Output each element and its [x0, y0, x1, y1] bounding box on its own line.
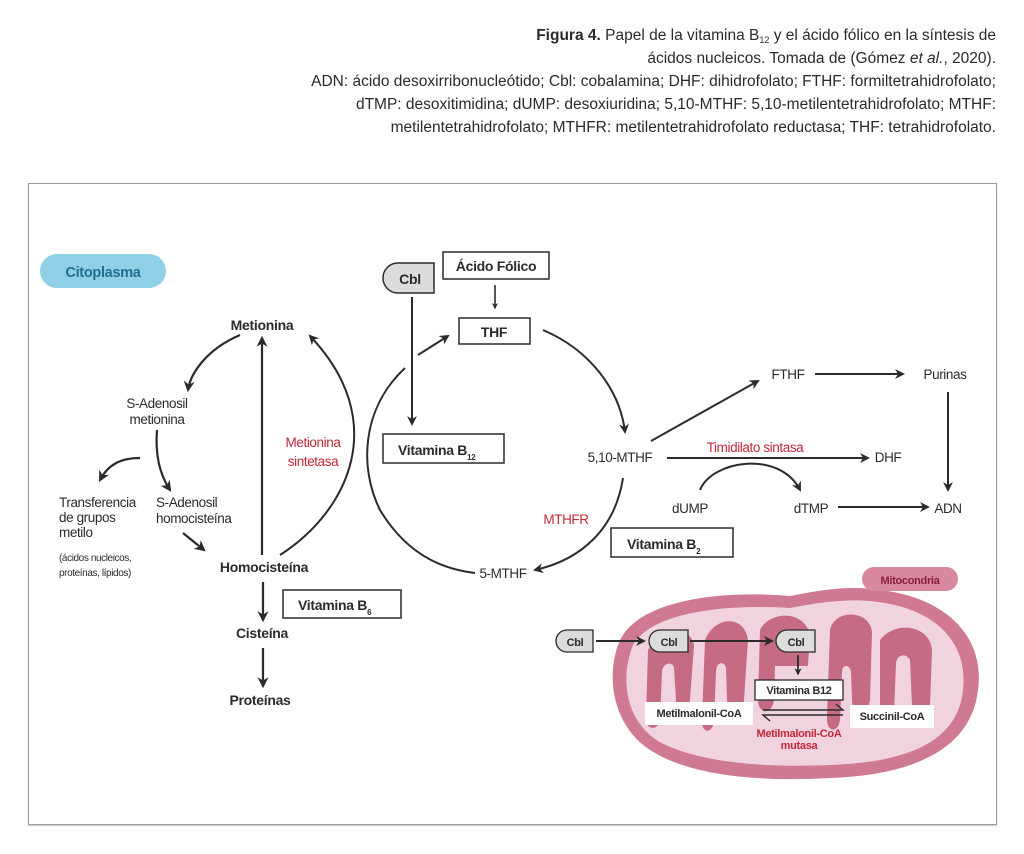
abbreviations-line-2: dTMP: desoxitimidina; dUMP: desoxiuridin… [355, 96, 996, 113]
abbreviations-line-1: ADN: ácido desoxirribonucleótido; Cbl: c… [311, 73, 996, 90]
caption-text: ácidos nucleicos. Tomada de (Gómez [647, 50, 910, 67]
mito-cbl-inner: Cbl [775, 629, 816, 653]
enzyme-mm-mutasa-2: mutasa [781, 740, 819, 752]
acido-folico-box: Ácido Fólico [442, 251, 550, 280]
figure-caption-line-2: ácidos nucleicos. Tomada de (Gómez et al… [647, 48, 996, 70]
node-sam-2: metionina [130, 412, 186, 427]
harpoon-forward [763, 703, 845, 711]
arrow-510mthf-to-fthf [650, 380, 760, 442]
enzyme-metionina-sintetasa-1: Metionina [286, 435, 342, 450]
succinil-coa-box: Succinil-CoA [850, 705, 934, 728]
enzyme-mthfr: MTHFR [543, 512, 589, 527]
mito-vitamina-b12-label: Vitamina B12 [766, 685, 831, 697]
node-proteinas: Proteínas [229, 692, 291, 708]
caption-text: y el ácido fólico en la síntesis de [769, 27, 996, 44]
arrow-sam-to-sah [155, 429, 172, 492]
enzyme-metionina-sintetasa-2: sintetasa [288, 454, 339, 469]
node-transfer-2: de grupos [59, 510, 116, 525]
vitamina-b6-box: Vitamina B6 [282, 589, 402, 619]
node-cisteina: Cisteína [236, 625, 289, 641]
acido-folico-label: Ácido Fólico [456, 258, 536, 274]
enzyme-mm-mutasa-1: Metilmalonil-CoA [756, 728, 841, 740]
svg-text:Vitamina B12: Vitamina B12 [398, 442, 476, 462]
vitamina-b6-label: Vitamina B [298, 597, 367, 613]
mito-cbl-outside: Cbl [555, 629, 594, 653]
mito-cbl-outside-label: Cbl [567, 637, 584, 649]
vitamina-b6-sub: 6 [367, 608, 372, 617]
harpoon-reverse [761, 714, 843, 722]
arrow-sam-to-transfer [98, 456, 141, 482]
svg-text:Vitamina B6: Vitamina B6 [298, 597, 372, 617]
node-fthf: FTHF [772, 367, 805, 382]
mitochondria-badge: Mitocondria [862, 567, 958, 591]
cytoplasm-label: Citoplasma [65, 265, 141, 281]
mito-cbl-membrane-label: Cbl [661, 637, 678, 649]
node-metionina: Metionina [231, 317, 294, 333]
figure-label: Figura 4. [536, 27, 601, 44]
vitamina-b2-sub: 2 [696, 547, 701, 556]
caption-text: , 2020). [943, 50, 996, 67]
arrow-to-thf [417, 334, 450, 356]
cytoplasm-badge: Citoplasma [40, 254, 166, 288]
arrow-dump-to-dtmp [699, 462, 801, 492]
mito-cbl-inner-label: Cbl [788, 637, 805, 649]
caption-text: Papel de la vitamina B [605, 27, 760, 44]
node-510-mthf: 5,10-MTHF [588, 450, 653, 465]
node-5-mthf: 5-MTHF [479, 566, 526, 581]
metilmalonil-coa-label: Metilmalonil-CoA [656, 708, 741, 720]
abbreviations-line-3: metilentetrahidrofolato; MTHFR: metilent… [390, 119, 996, 136]
node-purinas: Purinas [924, 367, 968, 382]
node-sah-1: S-Adenosil [156, 495, 218, 510]
cbl-label: Cbl [399, 271, 421, 287]
vitamina-b12-box: Vitamina B12 [382, 433, 505, 464]
cbl-badge: Cbl [382, 262, 435, 294]
arrow-met-to-sam [183, 333, 241, 393]
vitamina-b12-label: Vitamina B [398, 442, 467, 458]
vitamina-b2-box: Vitamina B2 [610, 527, 734, 558]
vitamina-b12-sub: 12 [467, 453, 476, 462]
mito-vitamina-b12-box: Vitamina B12 [754, 679, 844, 701]
arrow-510mthf-to-5mthf [533, 477, 624, 574]
node-sah-2: homocisteína [156, 511, 232, 526]
arc-5mthf-to-thf [366, 367, 476, 574]
arrow-sah-to-homocys [182, 532, 206, 552]
node-adn: ADN [934, 501, 961, 516]
node-dump: dUMP [672, 501, 708, 516]
arrow-homocys-to-met-via-synthase [279, 334, 356, 556]
caption-italic: et al. [909, 50, 944, 67]
node-dtmp: dTMP [794, 501, 829, 516]
thf-label: THF [481, 324, 508, 340]
node-transfer-4: (ácidos nucleicos, [59, 553, 131, 564]
node-dhf: DHF [875, 450, 902, 465]
node-sam-1: S-Adenosil [126, 396, 188, 411]
metilmalonil-coa-box: Metilmalonil-CoA [645, 702, 753, 725]
thf-box: THF [458, 317, 531, 345]
node-transfer-3: metilo [59, 525, 93, 540]
node-transfer-1: Transferencia [59, 495, 137, 510]
arrow-thf-to-510mthf [542, 329, 630, 434]
figure-caption-line-1: Figura 4. Papel de la vitamina B12 y el … [536, 25, 996, 51]
enzyme-timidilato-sintasa: Timidilato sintasa [707, 440, 804, 455]
node-transfer-5: proteínas, lípidos) [59, 568, 131, 579]
svg-text:Vitamina B2: Vitamina B2 [627, 536, 701, 556]
succinil-coa-label: Succinil-CoA [860, 711, 925, 723]
mito-cbl-membrane: Cbl [648, 629, 689, 653]
caption-subscript: 12 [759, 35, 770, 45]
vitamina-b2-label: Vitamina B [627, 536, 696, 552]
mitochondria-label: Mitocondria [880, 575, 940, 587]
node-homocisteina: Homocisteína [220, 559, 309, 575]
